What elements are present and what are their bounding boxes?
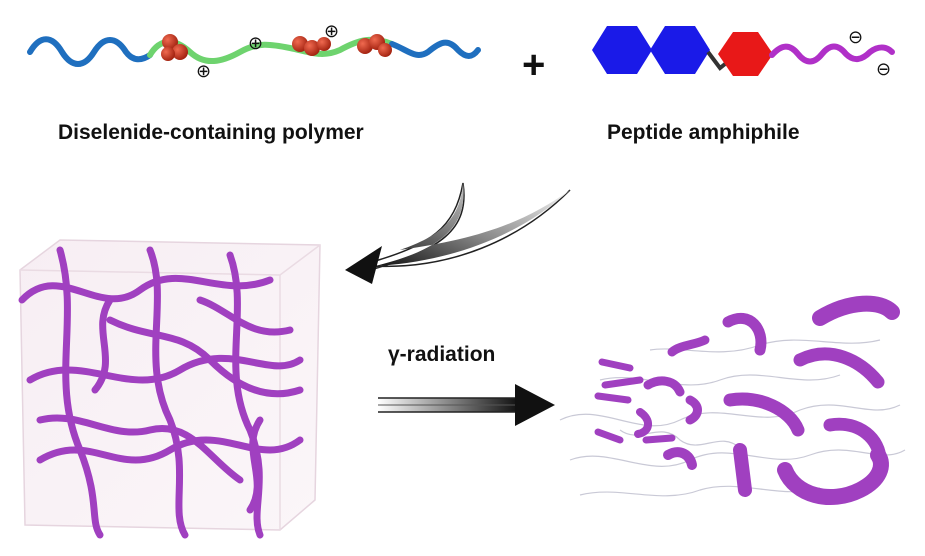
fragment-13 [594,428,624,444]
hydrophobic-ring-2 [650,26,710,74]
polymer-label: Diselenide-containing polymer [58,121,364,144]
diselenide-beads-2 [292,36,331,56]
fragment-8 [594,392,632,404]
polymer-end-block-right [389,39,481,59]
plus-sign: + [522,43,545,87]
fragment-10 [723,392,805,437]
fragment-1 [812,295,900,326]
fragment-4 [793,347,885,389]
fragment-5 [598,358,634,372]
diselenide-beads-3 [357,34,392,57]
fragment-3 [667,335,710,357]
peptide-core-hexagon [718,32,773,76]
hydrogel-fiber-network [18,246,304,539]
fragment-17 [642,434,676,444]
fragment-16 [777,447,889,506]
fragment-11 [634,408,652,438]
fragment-14 [663,447,697,470]
fragment-6 [601,376,644,389]
diselenide-beads-1 [161,34,188,61]
fragment-7 [643,376,685,397]
negative-charge-1: ⊖ [848,27,864,47]
assembly-arrow-body [368,182,571,272]
radiation-arrow [378,384,555,426]
hydrophobic-ring-1 [592,26,652,74]
peptide-amphiphile-molecule [592,26,895,76]
peptide-tail [769,43,895,65]
amphiphile-label: Peptide amphiphile [607,121,800,144]
degraded-fragments [559,295,906,506]
radiation-arrowhead [515,384,555,426]
fragment-2 [722,312,767,356]
fragment-9 [685,395,702,425]
hydrogel-cube [18,239,321,539]
positive-charge-2: ⊕ [248,33,264,53]
fragment-15 [733,443,752,497]
positive-charge-1: ⊕ [196,61,212,81]
negative-charge-2: ⊖ [876,59,892,79]
positive-charge-3: ⊕ [324,21,340,41]
radiation-label: γ-radiation [388,343,496,366]
assembly-arrowhead [345,246,382,284]
polymer-end-block-left [27,36,153,67]
diselenide-polymer-chain [27,34,481,67]
